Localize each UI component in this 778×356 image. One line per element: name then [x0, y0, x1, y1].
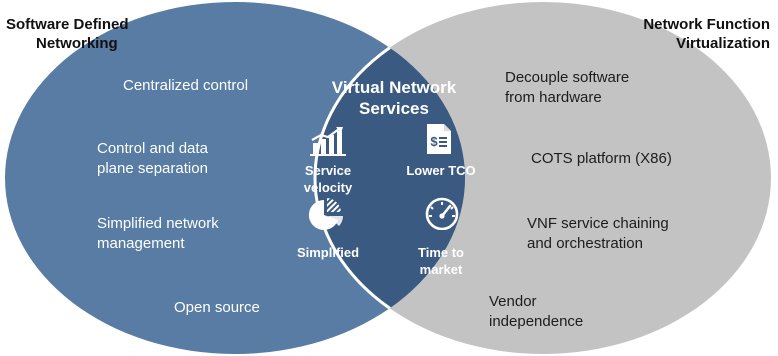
- sdn-item-centralized-control: Centralized control: [123, 77, 249, 94]
- nfv-item-cots-platform: COTS platform (X86): [531, 150, 672, 167]
- right-circle-title: Network Function Virtualization: [643, 16, 770, 52]
- sdn-item-simplified-network-management: Simplified network management: [97, 215, 219, 252]
- overlap-title: Virtual Network Services: [331, 78, 457, 118]
- svg-text:$: $: [430, 134, 438, 149]
- pie-chart-icon: [308, 198, 343, 230]
- benefit-label-simplified: Simplified: [296, 245, 360, 260]
- nfv-item-decouple-software: Decouple software from hardware: [505, 69, 630, 106]
- sdn-item-control-data-plane-separation: Control and data plane separation: [97, 140, 208, 177]
- speedometer-icon: [425, 197, 459, 230]
- nfv-item-vendor-independence: Vendor independence: [489, 293, 584, 330]
- benefit-label-lower-tco: Lower TCO: [406, 163, 476, 178]
- nfv-item-vnf-service-chaining: VNF service chaining and orchestration: [527, 215, 669, 252]
- sdn-item-open-source: Open source: [174, 299, 260, 316]
- bar-chart-growth-icon: [310, 127, 346, 156]
- overlap-region: [313, 2, 465, 354]
- benefit-label-time-to-market: Time to market: [418, 245, 464, 277]
- left-circle-title: Software Defined Networking: [6, 16, 129, 52]
- benefit-label-service-velocity: Service velocity: [303, 163, 353, 195]
- dollar-document-icon: $: [427, 124, 451, 154]
